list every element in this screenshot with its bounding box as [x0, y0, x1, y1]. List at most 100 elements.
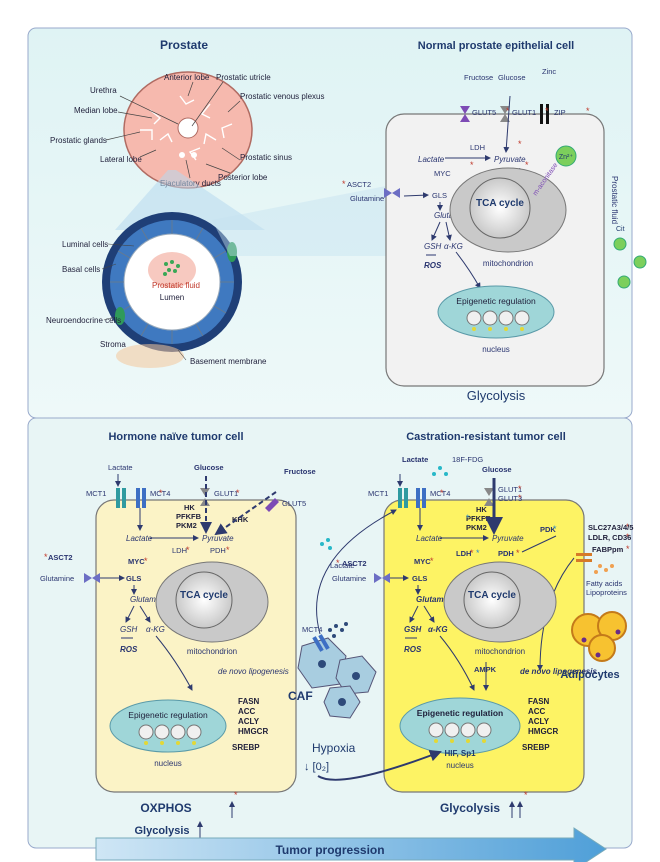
- caf-lactate: Lactate: [330, 561, 355, 570]
- crpc-glutamate: Glutamate: [416, 595, 456, 604]
- crpc-lipo-fasn: FASN: [528, 697, 550, 706]
- svg-text:*: *: [236, 488, 240, 498]
- crpc-nucleus-label: nucleus: [446, 761, 474, 770]
- naive-mct4: MCT4: [150, 489, 170, 498]
- crpc-pyruvate: Pyruvate: [492, 534, 524, 543]
- crpc-ampk: AMPK: [474, 665, 497, 674]
- normal-tca-ring: [469, 177, 531, 239]
- prostate-acinus: [102, 212, 242, 368]
- crpc-glycolysis: Glycolysis: [440, 801, 500, 815]
- svg-text:*: *: [626, 532, 630, 542]
- acinus-basement-membrane: Basement membrane: [190, 357, 267, 366]
- naive-mito-label: mitochondrion: [187, 647, 237, 656]
- anatomy-lateral-lobe: Lateral lobe: [100, 155, 142, 164]
- naive-lipo-acc: ACC: [238, 707, 256, 716]
- naive-gsh: GSH: [120, 625, 138, 634]
- normal-fructose: Fructose: [464, 73, 493, 82]
- naive-title: Hormone naïve tumor cell: [108, 431, 243, 443]
- svg-text:*: *: [516, 548, 520, 558]
- tumor-progression-label: Tumor progression: [275, 843, 384, 857]
- crpc-enzyme-hk: HK: [476, 505, 487, 514]
- crpc-tca-ring: [463, 571, 521, 629]
- zoom-cone-cell: [212, 186, 386, 256]
- anatomy-posterior-lobe: Posterior lobe: [218, 173, 268, 182]
- crpc-gls: GLS: [412, 574, 427, 583]
- naive-glut5: GLUT5: [282, 499, 306, 508]
- naive-nucleus: [109, 699, 227, 753]
- crpc-glutamine: Glutamine: [332, 574, 366, 583]
- naive-epigenetic: Epigenetic regulation: [128, 710, 208, 720]
- normal-gls: GLS: [432, 191, 447, 200]
- acinus-prostatic-fluid: Prostatic fluid: [152, 281, 200, 290]
- naive-glutamate: Glutamate: [130, 595, 167, 604]
- crpc-lipo-hmgcr: HMGCR: [528, 727, 558, 736]
- svg-text:*: *: [476, 548, 480, 558]
- naive-enzyme-pfkfb: PFKFB: [176, 512, 202, 521]
- crpc-lactate-top: Lactate: [402, 455, 428, 464]
- crpc-hif: HIF, Sp1: [444, 749, 476, 758]
- normal-ldh: LDH: [470, 143, 485, 152]
- naive-glycolysis: Glycolysis: [134, 825, 189, 837]
- svg-text:*: *: [518, 493, 522, 503]
- crpc-epigenetic: Epigenetic regulation: [417, 708, 503, 718]
- svg-text:*: *: [524, 790, 528, 800]
- naive-ldh: LDH: [172, 546, 187, 555]
- svg-text:*: *: [470, 160, 474, 170]
- normal-cell-title: Normal prostate epithelial cell: [418, 40, 575, 52]
- naive-pdh: PDH: [210, 546, 226, 555]
- normal-glucose: Glucose: [498, 73, 526, 82]
- anatomy-urethra: Urethra: [90, 86, 117, 95]
- svg-text:*: *: [518, 139, 522, 149]
- normal-glut5: GLUT5: [472, 108, 496, 117]
- naive-lipo-acly: ACLY: [238, 717, 260, 726]
- normal-epigenetic: Epigenetic regulation: [456, 296, 536, 306]
- naive-glutamine: Glutamine: [40, 574, 74, 583]
- normal-zn: Zn²⁺: [559, 154, 574, 161]
- naive-lipo-srebp: SREBP: [232, 743, 260, 752]
- crpc-transporter-slc27a: SLC27A3/4/5: [588, 523, 633, 532]
- svg-text:*: *: [506, 106, 510, 116]
- crpc-fdg: 18F-FDG: [452, 455, 483, 464]
- svg-text:*: *: [186, 545, 190, 555]
- crpc-glut1: GLUT1: [498, 485, 522, 494]
- svg-text:*: *: [470, 548, 474, 558]
- crpc-lipo-acly: ACLY: [528, 717, 550, 726]
- naive-lipo-hmgcr: HMGCR: [238, 727, 268, 736]
- acinus-lumen: Lumen: [160, 293, 184, 302]
- naive-enzyme-pkm2: PKM2: [176, 521, 197, 530]
- crpc-pdh: PDH: [498, 549, 514, 558]
- svg-text:*: *: [226, 545, 230, 555]
- naive-lactate: Lactate: [126, 534, 153, 543]
- svg-text:*: *: [586, 106, 590, 116]
- crpc-transporter-glyphs: [374, 488, 592, 583]
- normal-glycolysis: Glycolysis: [467, 388, 526, 403]
- naive-enzyme-hk: HK: [184, 503, 195, 512]
- naive-pyruvate: Pyruvate: [202, 534, 234, 543]
- normal-prostatic-fluid: Prostatic fluid: [610, 176, 619, 224]
- crpc-mct4: MCT4: [430, 489, 450, 498]
- acinus-neuroendocrine: Neuroendocrine cells: [46, 316, 121, 325]
- crpc-fatty-acids: Fatty acids: [586, 579, 623, 588]
- svg-text:*: *: [553, 524, 557, 534]
- acinus-luminal-cells: Luminal cells: [62, 240, 108, 249]
- prostate-cross-section: [123, 71, 253, 189]
- anatomy-prostatic-sinus: Prostatic sinus: [240, 153, 292, 162]
- normal-transporter-glyphs: [384, 104, 549, 198]
- crpc-lactate: Lactate: [416, 534, 443, 543]
- tumor-progression-arrow: [95, 827, 607, 862]
- naive-khk: KHK: [232, 515, 249, 524]
- crpc-akg: α-KG: [428, 625, 448, 634]
- naive-mct1: MCT1: [86, 489, 106, 498]
- svg-text:*: *: [342, 179, 346, 189]
- adipocytes-label: Adipocytes: [560, 669, 619, 681]
- naive-denovo: de novo lipogenesis: [218, 667, 289, 676]
- svg-text:*: *: [626, 544, 630, 554]
- anatomy-venous-plexus: Prostatic venous plexus: [240, 92, 325, 101]
- naive-ros: ROS: [120, 645, 138, 654]
- svg-text:*: *: [626, 522, 630, 532]
- svg-text:*: *: [336, 558, 340, 568]
- svg-text:*: *: [44, 552, 48, 562]
- normal-nucleus-label: nucleus: [482, 345, 510, 354]
- hypoxia-label: Hypoxia: [312, 741, 356, 755]
- naive-glut1: GLUT1: [214, 489, 238, 498]
